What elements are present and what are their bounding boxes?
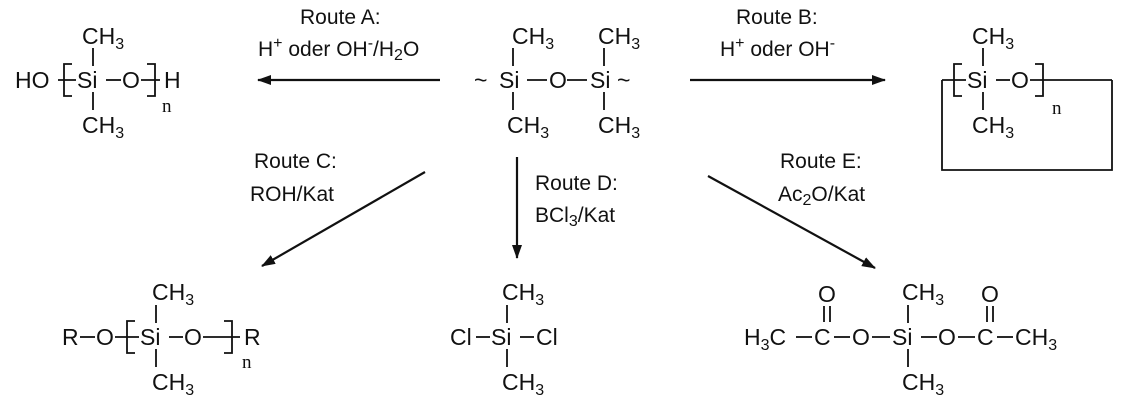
route-c-conditions: ROH/Kat (250, 183, 334, 206)
product-b-cyclic-siloxane: Si CH3 CH3 O n (941, 23, 1113, 171)
product-d-cl-right: Cl (536, 324, 558, 350)
route-e-conditions: Ac2O/Kat (778, 183, 865, 209)
product-d-cl-left: Cl (450, 324, 472, 350)
product-b-o: O (1011, 67, 1029, 93)
route-b-label: Route B: (736, 6, 818, 29)
product-e-si: Si (892, 324, 912, 350)
route-d-conditions: BCl3/Kat (535, 204, 615, 230)
route-c: Route C: ROH/Kat (250, 150, 426, 267)
product-c-r-left: R (62, 324, 79, 350)
route-d-label: Route D: (535, 172, 618, 195)
product-c-ch3-top: CH3 (152, 279, 194, 309)
product-e-ester-o-left: O (852, 324, 870, 350)
product-a-o: O (122, 67, 140, 93)
product-d-ch3-top: CH3 (502, 279, 544, 309)
route-d: Route D: BCl3/Kat (512, 157, 618, 259)
wave-left: ~ (474, 67, 487, 93)
central-disiloxane: ~ Si O Si ~ CH3 CH3 CH3 CH3 (474, 23, 640, 142)
product-c-o-left: O (96, 324, 114, 350)
central-ch3-top-right: CH3 (598, 23, 640, 53)
product-a-h: H (164, 67, 181, 93)
route-e-arrow (707, 175, 876, 269)
route-c-arrow (261, 171, 426, 267)
product-d-ch3-bottom: CH3 (502, 369, 544, 399)
product-b-si: Si (967, 67, 987, 93)
route-e: Route E: Ac2O/Kat (707, 150, 876, 269)
central-o: O (549, 67, 567, 93)
product-c-n: n (242, 352, 252, 373)
product-a-ho: HO (15, 67, 50, 93)
route-a: Route A: H+ oder OH-/H2O (257, 6, 440, 85)
product-b-n: n (1052, 98, 1062, 119)
route-c-label: Route C: (254, 150, 337, 173)
product-a-n: n (162, 96, 172, 117)
product-a-si: Si (77, 67, 97, 93)
route-b-conditions: H+ oder OH- (720, 35, 835, 61)
product-c-si: Si (140, 324, 160, 350)
product-e-carbonyl-o-right: O (981, 281, 999, 307)
product-a-ch3-bottom: CH3 (82, 112, 124, 142)
product-c-o-right: O (184, 324, 202, 350)
product-b-ch3-top: CH3 (972, 23, 1014, 53)
central-ch3-bottom-left: CH3 (507, 112, 549, 142)
central-si-right: Si (590, 67, 610, 93)
route-b: Route B: H+ oder OH- (690, 6, 886, 85)
product-e-carbonyl-o-left: O (818, 281, 836, 307)
product-d-si: Si (491, 324, 511, 350)
product-e-carbonyl-c-right: C (977, 324, 994, 350)
product-c-alkoxy-siloxane: R O Si CH3 CH3 O R n (62, 279, 261, 399)
product-d-dichlorosilane: Cl Si CH3 CH3 Cl (450, 279, 558, 399)
product-e-diacetoxysilane: H3C C O O Si CH3 CH3 O C O CH3 (744, 279, 1057, 399)
product-e-h3c: H3C (744, 324, 786, 354)
product-e-ch3-top: CH3 (902, 279, 944, 309)
product-e-carbonyl-c-left: C (814, 324, 831, 350)
product-a-linear-silanol: HO Si CH3 CH3 O H n (15, 23, 181, 142)
product-c-ch3-bottom: CH3 (152, 369, 194, 399)
product-e-ch3-bottom: CH3 (902, 369, 944, 399)
product-b-ch3-bottom: CH3 (972, 112, 1014, 142)
route-e-label: Route E: (780, 150, 862, 173)
central-si-left: Si (499, 67, 519, 93)
product-a-ch3-top: CH3 (82, 23, 124, 53)
wave-right: ~ (617, 67, 630, 93)
product-c-r-right: R (244, 324, 261, 350)
product-e-ch3-end: CH3 (1015, 324, 1057, 354)
central-ch3-bottom-right: CH3 (598, 112, 640, 142)
route-a-label: Route A: (300, 6, 381, 29)
route-a-conditions: H+ oder OH-/H2O (258, 35, 419, 64)
central-ch3-top-left: CH3 (512, 23, 554, 53)
product-e-ester-o-right: O (938, 324, 956, 350)
product-b-ring-closure (941, 80, 1113, 171)
